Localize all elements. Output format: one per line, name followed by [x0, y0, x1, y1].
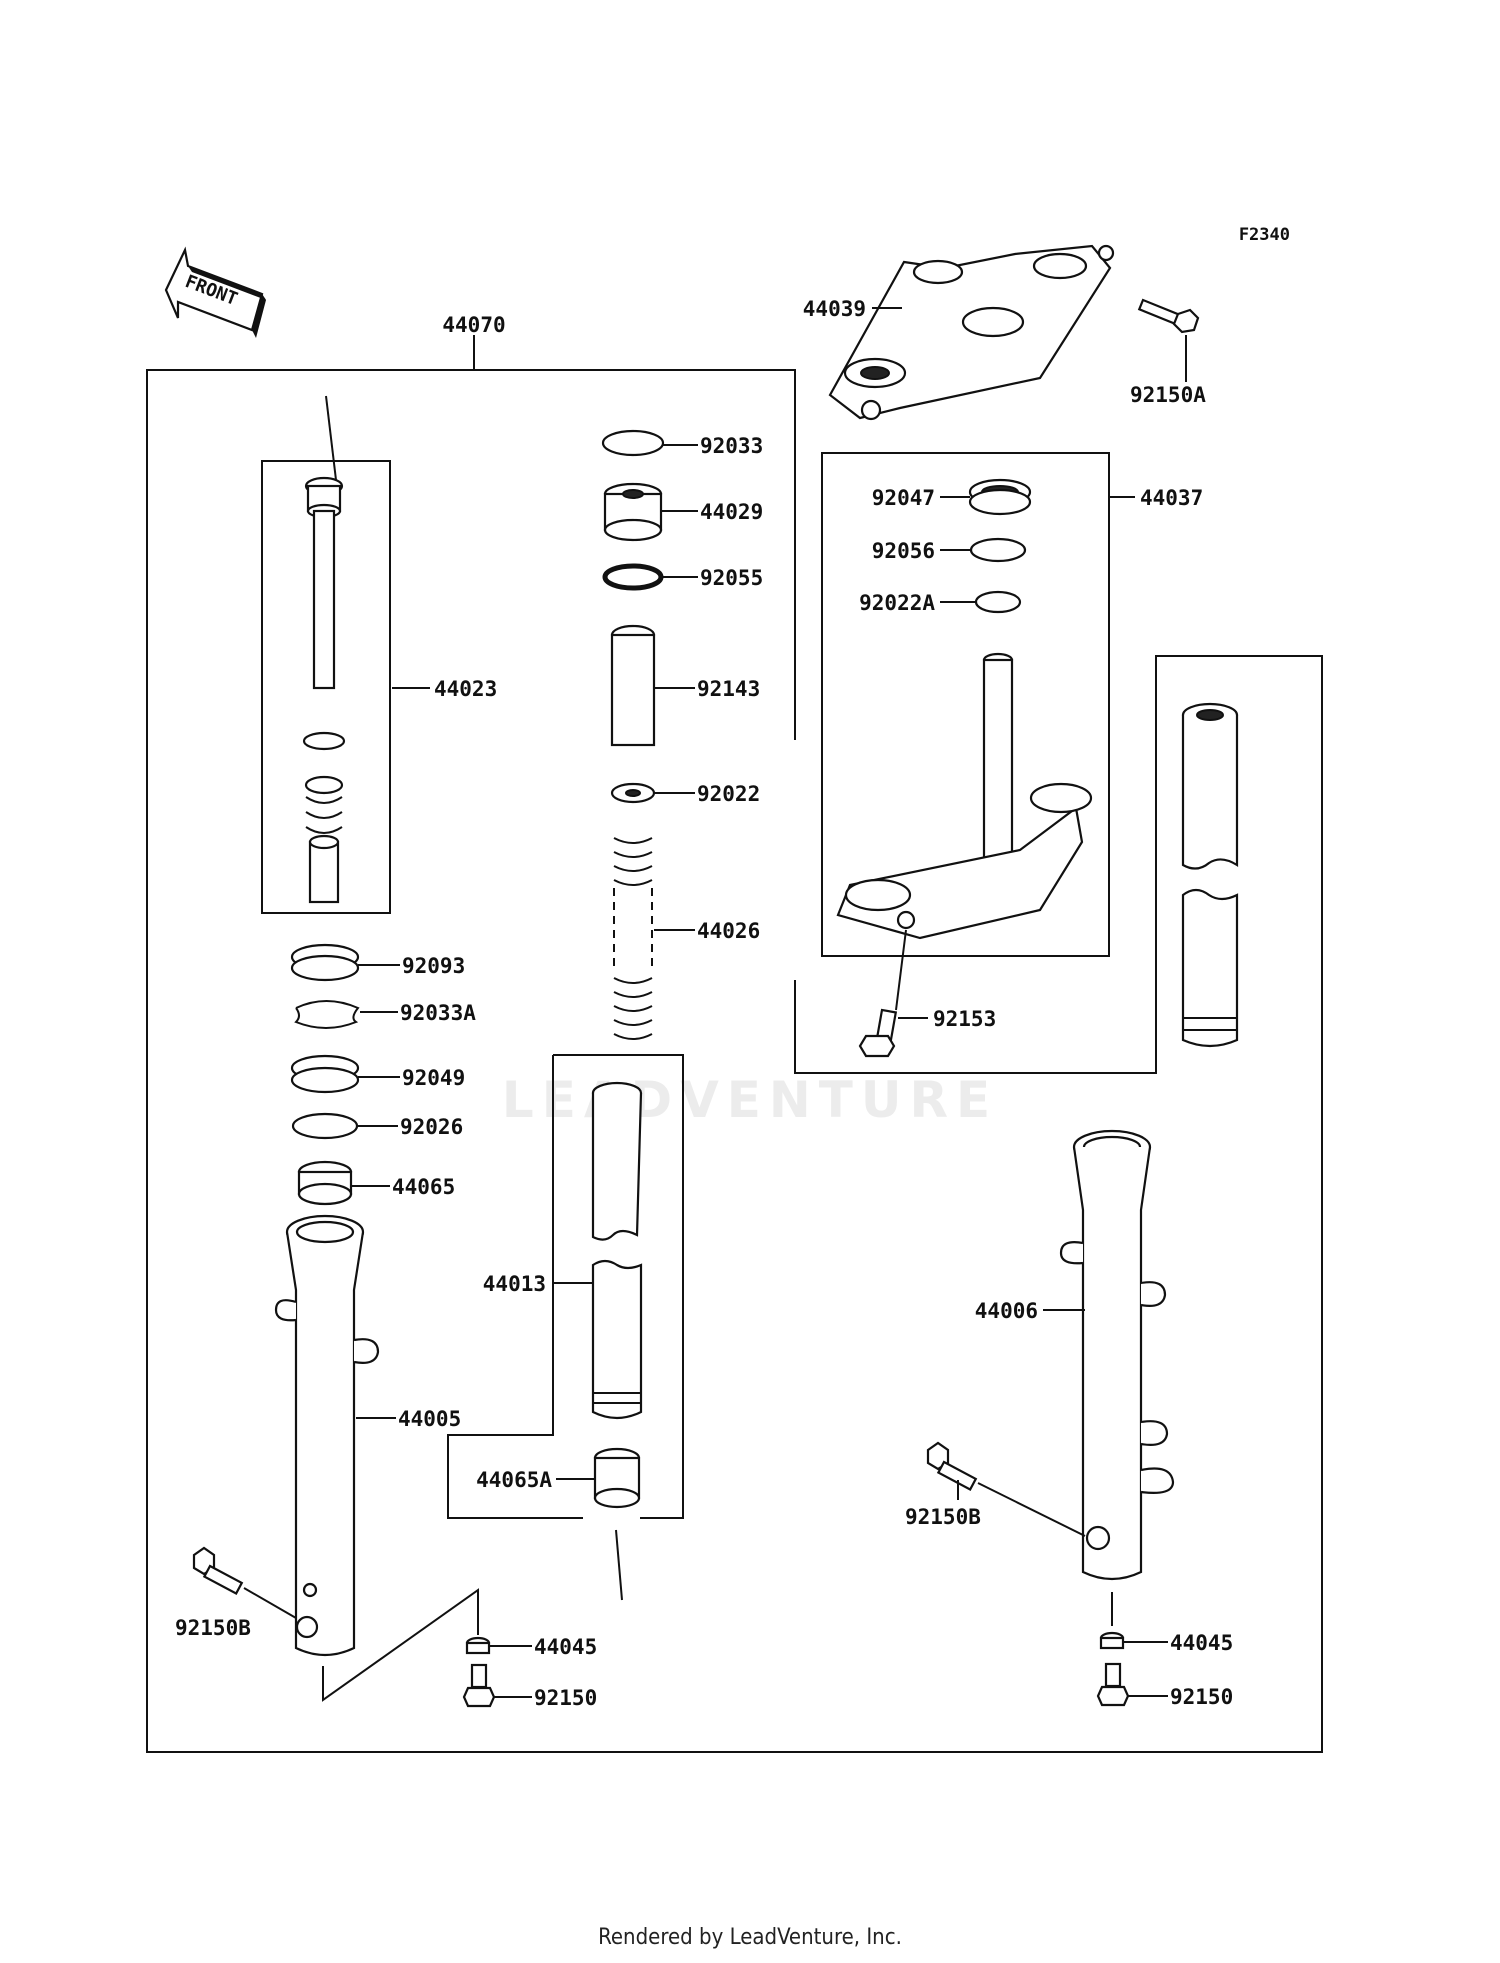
label-44065: 44065 — [392, 1175, 455, 1199]
label-92055: 92055 — [700, 566, 763, 590]
label-44065A: 44065A — [476, 1468, 552, 1492]
label-92150B-right: 92150B — [905, 1505, 981, 1529]
label-44039: 44039 — [803, 297, 866, 321]
label-92150-left: 92150 — [534, 1686, 597, 1710]
label-92150-right: 92150 — [1170, 1685, 1233, 1709]
main-assembly-frame: 44070 — [146, 313, 1323, 1753]
diagram-code: F2340 — [1239, 225, 1290, 245]
label-44037: 44037 — [1140, 486, 1203, 510]
label-44005: 44005 — [398, 1407, 461, 1431]
label-92150B-left: 92150B — [175, 1616, 251, 1640]
label-44070: 44070 — [442, 313, 505, 337]
label-44006: 44006 — [975, 1299, 1038, 1323]
label-44045-right: 44045 — [1170, 1631, 1233, 1655]
footer-credit: Rendered by LeadVenture, Inc. — [598, 1925, 902, 1950]
label-92150A: 92150A — [1130, 383, 1206, 407]
fork-internal-parts: 92033 44029 92055 92143 92022 44026 — [601, 429, 763, 1040]
seals-and-left-tube: 92093 92033A 92049 92026 44065 44005 921… — [175, 943, 479, 1702]
label-44045-left: 44045 — [534, 1635, 597, 1659]
label-92143: 92143 — [697, 677, 760, 701]
right-inner-tube — [1181, 702, 1239, 1048]
inner-tube-group: 44013 44065A — [447, 1054, 684, 1601]
label-92022: 92022 — [697, 782, 760, 806]
left-bottom-hardware: 44045 92150 — [462, 1635, 597, 1710]
label-92153: 92153 — [933, 1007, 996, 1031]
label-92033: 92033 — [700, 434, 763, 458]
watermark-text: LEADVENTURE — [502, 1071, 998, 1129]
label-92026: 92026 — [400, 1115, 463, 1139]
label-92049: 92049 — [402, 1066, 465, 1090]
right-outer-tube: 44006 92150B 44045 92150 — [905, 1129, 1233, 1709]
label-92093: 92093 — [402, 954, 465, 978]
label-44029: 44029 — [700, 500, 763, 524]
label-92033A: 92033A — [400, 1001, 476, 1025]
label-44023: 44023 — [434, 677, 497, 701]
steering-stem-group: 44037 92047 92056 92022A 92153 — [821, 452, 1203, 1058]
label-92056: 92056 — [872, 539, 935, 563]
label-92022A: 92022A — [859, 591, 935, 615]
upper-bracket-group: 44039 92150A — [803, 244, 1206, 421]
label-44026: 44026 — [697, 919, 760, 943]
front-arrow-icon: FRONT — [164, 246, 266, 338]
label-92047: 92047 — [872, 486, 935, 510]
label-44013: 44013 — [483, 1272, 546, 1296]
damper-rod-group: 44023 — [261, 395, 497, 914]
